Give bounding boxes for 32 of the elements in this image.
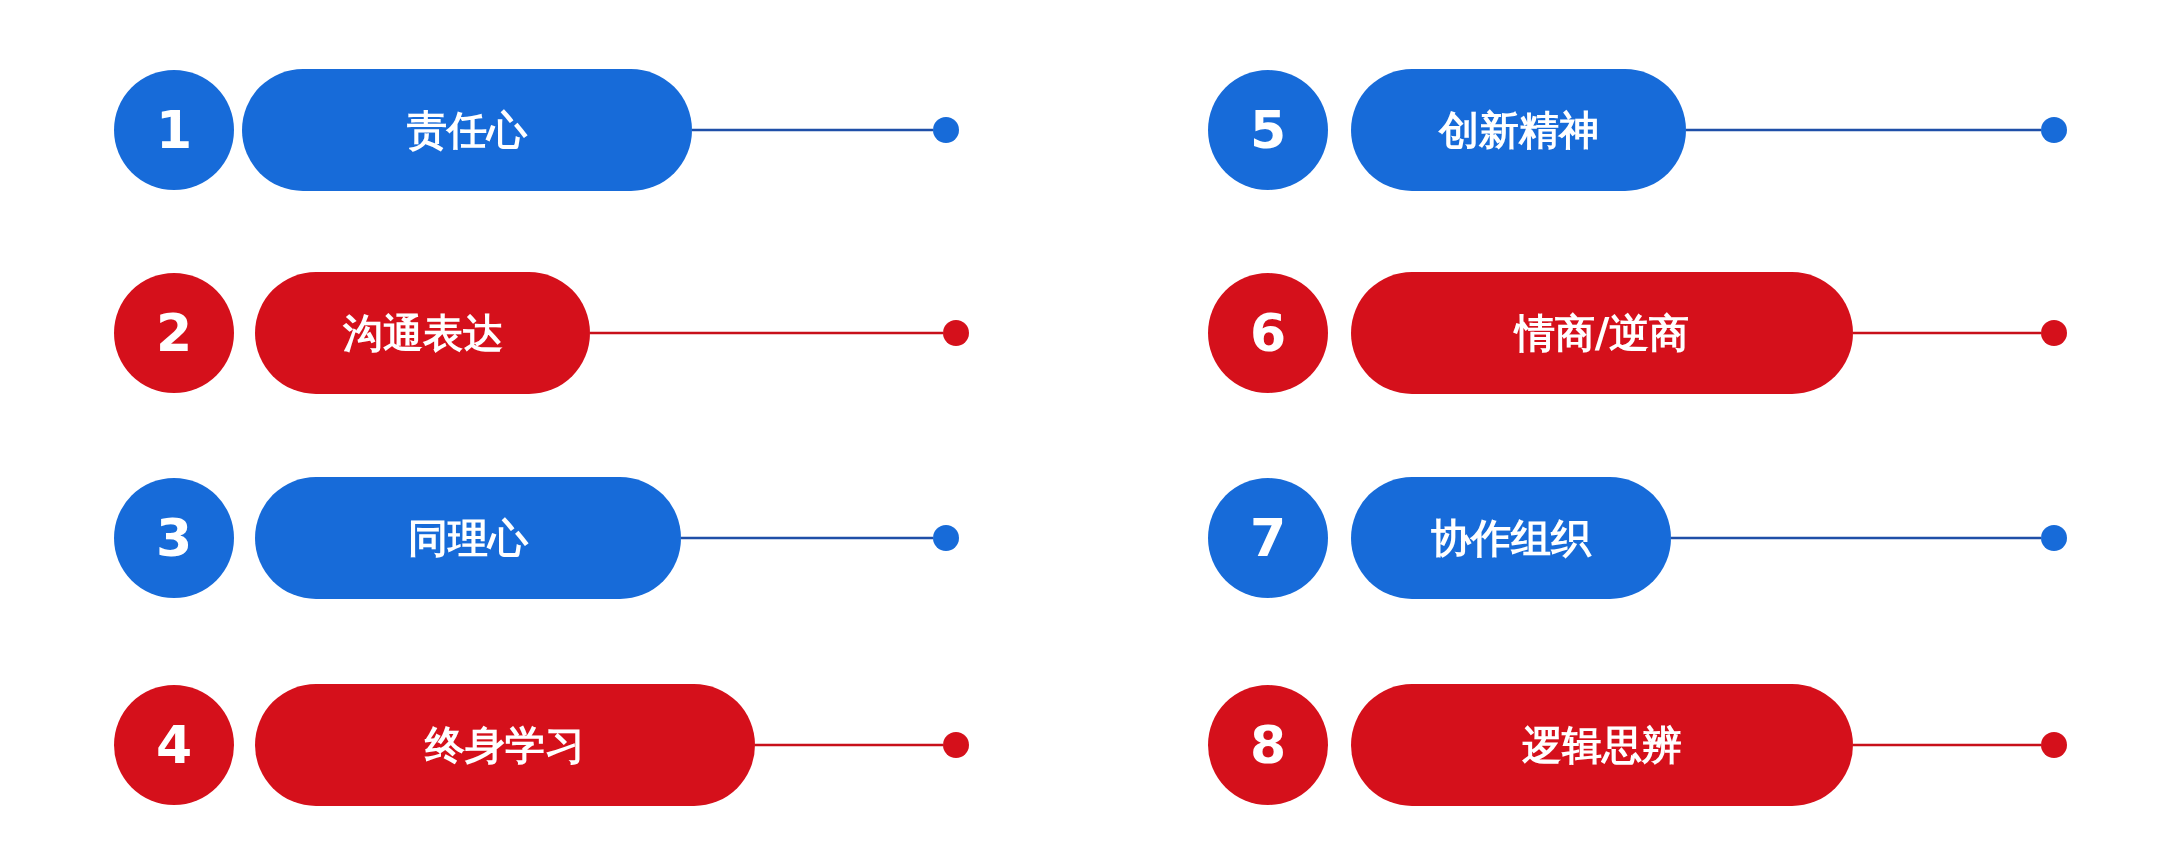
number-badge: 5: [1208, 70, 1328, 190]
connector-line: [1853, 331, 2041, 335]
label-pill: 情商/逆商: [1351, 272, 1853, 394]
end-dot: [933, 525, 959, 551]
end-dot: [943, 320, 969, 346]
connector-line: [692, 128, 933, 132]
number-badge: 8: [1208, 685, 1328, 805]
label-pill: 创新精神: [1351, 69, 1686, 191]
number-badge: 4: [114, 685, 234, 805]
connector-line: [590, 331, 943, 335]
label-pill: 终身学习: [255, 684, 755, 806]
end-dot: [2041, 732, 2067, 758]
connector-line: [1853, 743, 2041, 747]
label-pill: 逻辑思辨: [1351, 684, 1853, 806]
number-badge: 7: [1208, 478, 1328, 598]
connector-line: [1671, 536, 2041, 540]
end-dot: [2041, 320, 2067, 346]
number-badge: 3: [114, 478, 234, 598]
end-dot: [2041, 117, 2067, 143]
connector-line: [681, 536, 933, 540]
end-dot: [933, 117, 959, 143]
end-dot: [2041, 525, 2067, 551]
connector-line: [1686, 128, 2041, 132]
number-badge: 2: [114, 273, 234, 393]
number-badge: 6: [1208, 273, 1328, 393]
label-pill: 责任心: [242, 69, 692, 191]
label-pill: 协作组织: [1351, 477, 1671, 599]
label-pill: 同理心: [255, 477, 681, 599]
number-badge: 1: [114, 70, 234, 190]
connector-line: [755, 743, 943, 747]
label-pill: 沟通表达: [255, 272, 590, 394]
end-dot: [943, 732, 969, 758]
